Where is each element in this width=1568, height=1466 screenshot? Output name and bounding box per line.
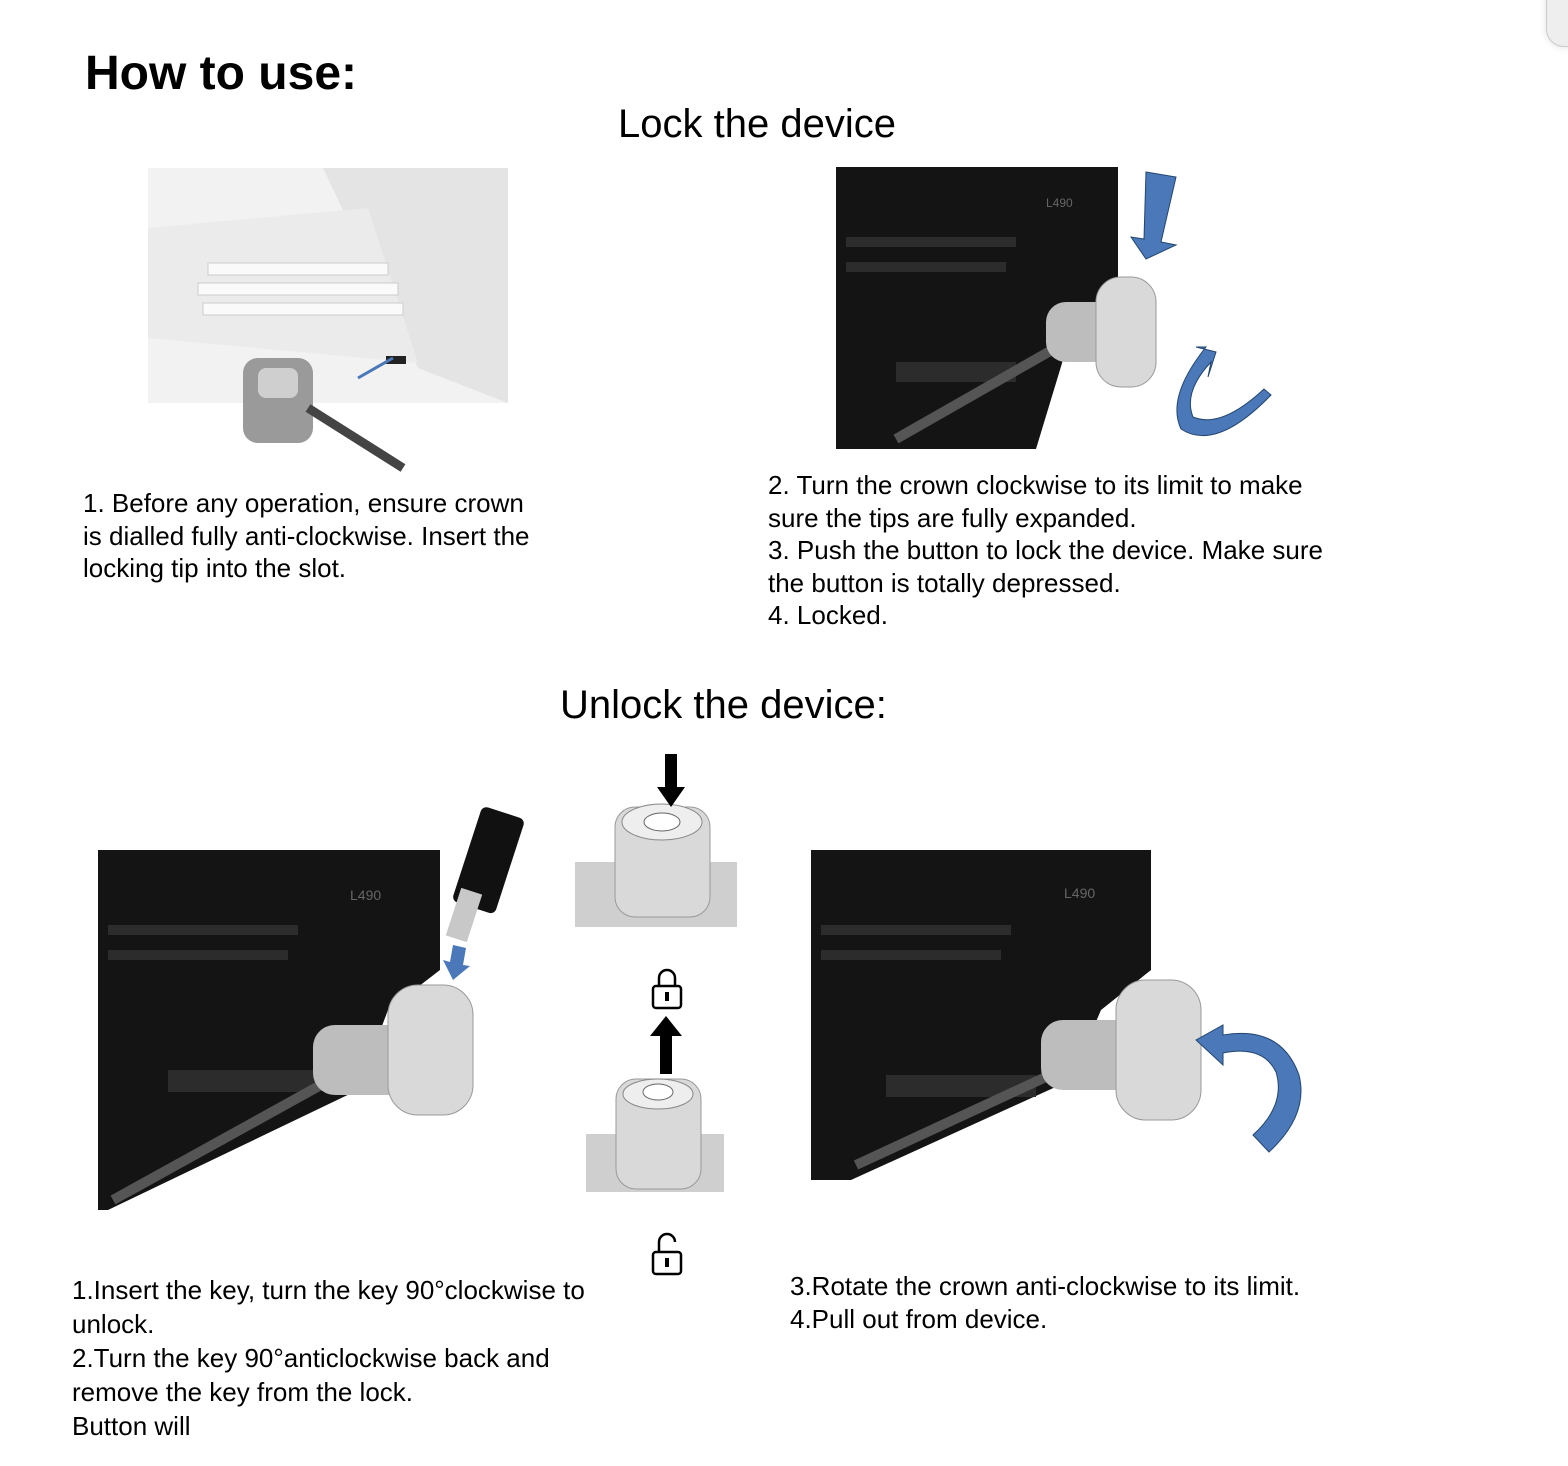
unlock-steps-1-2-text: 1.Insert the key, turn the key 90°clockw… bbox=[72, 1275, 585, 1441]
svg-text:L490: L490 bbox=[350, 887, 381, 903]
laptop-insert-key-image: L490 bbox=[98, 790, 558, 1215]
lock-heading: Lock the device bbox=[618, 102, 896, 146]
lock-open-icon bbox=[650, 1232, 684, 1276]
laptop-insert-lock-image bbox=[148, 168, 508, 473]
svg-text:L490: L490 bbox=[1046, 196, 1073, 210]
button-pressed-image bbox=[575, 752, 737, 927]
window-corner bbox=[1546, 0, 1568, 47]
lock-closed-icon bbox=[650, 966, 684, 1010]
arrow-up-icon bbox=[650, 1016, 682, 1074]
unlock-steps-3-4-text: 3.Rotate the crown anti-clockwise to its… bbox=[790, 1271, 1301, 1334]
button-released-image bbox=[586, 1074, 724, 1192]
unlock-heading: Unlock the device: bbox=[560, 683, 887, 727]
page-title: How to use: bbox=[85, 47, 357, 100]
lock-steps-2-4-text: 2. Turn the crown clockwise to its limit… bbox=[768, 470, 1323, 631]
laptop-turn-crown-image: L490 bbox=[836, 167, 1281, 449]
svg-text:L490: L490 bbox=[1064, 885, 1095, 901]
lock-step-1-text: 1. Before any operation, ensure crown is… bbox=[83, 488, 530, 584]
laptop-rotate-crown-image: L490 bbox=[811, 850, 1311, 1180]
